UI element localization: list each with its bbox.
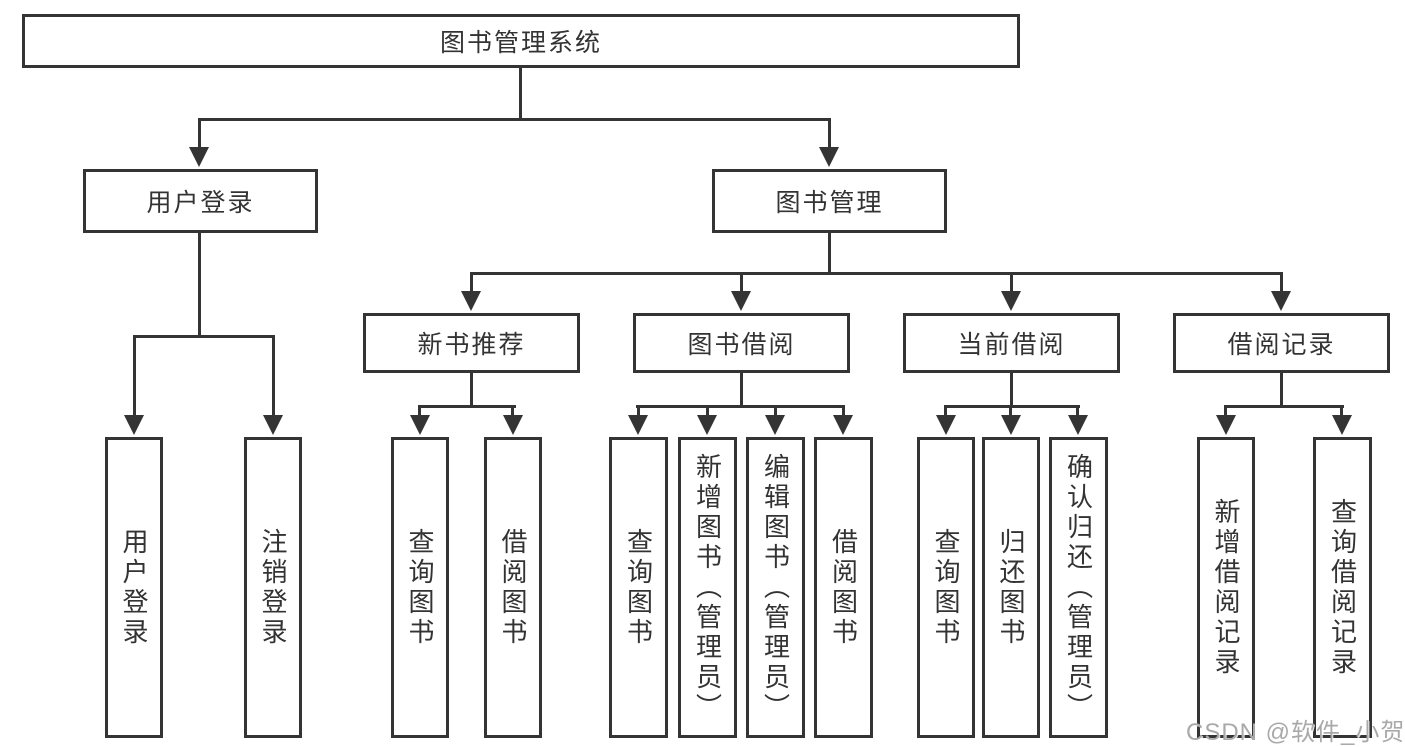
leaf-query-books-recommend: 查询图书 (391, 437, 449, 738)
connector-hline (418, 405, 516, 408)
arrow-down-icon (503, 415, 523, 435)
node-book-borrowing: 图书借阅 (633, 313, 850, 373)
arrow-down-icon (765, 415, 785, 435)
arrow-down-icon (833, 415, 853, 435)
arrow-down-icon (461, 291, 481, 311)
connector-l1-hline (198, 118, 831, 121)
leaf-query-books-current: 查询图书 (917, 437, 975, 738)
arrow-down-icon (1001, 291, 1021, 311)
leaf-query-borrow-record: 查询借阅记录 (1313, 437, 1372, 738)
connector-arrow-stem (842, 407, 845, 417)
arrow-down-icon (124, 415, 144, 435)
connector-arrow-stem (272, 337, 275, 417)
connector-arrow-stem (1010, 274, 1013, 293)
connector-arrow-stem (706, 407, 709, 417)
arrow-down-icon (410, 415, 430, 435)
arrow-down-icon (628, 415, 648, 435)
connector-root-stem (519, 68, 522, 121)
arrow-down-icon (697, 415, 717, 435)
leaf-user-login: 用户登录 (105, 437, 163, 738)
leaf-borrow-books-recommend: 借阅图书 (484, 437, 542, 738)
connector-arrow-stem (1224, 407, 1227, 417)
node-new-book-recommend: 新书推荐 (363, 313, 580, 373)
node-book-management: 图书管理 (712, 169, 947, 233)
arrow-down-icon (1332, 415, 1352, 435)
connector-arrow-stem (774, 407, 777, 417)
connector-hline (1224, 405, 1344, 408)
connector-arrow-stem (1009, 407, 1012, 417)
connector-arrow-stem (1076, 407, 1079, 417)
leaf-borrow-books-borrowing: 借阅图书 (814, 437, 873, 738)
node-root: 图书管理系统 (22, 14, 1020, 68)
arrow-down-icon (1271, 291, 1291, 311)
connector-arrow-stem (470, 274, 473, 293)
connector-hline (944, 405, 1080, 408)
connector-arrow-stem (637, 407, 640, 417)
leaf-logout: 注销登录 (244, 437, 302, 738)
arrow-down-icon (1068, 415, 1088, 435)
connector-arrow-stem (511, 407, 514, 417)
arrow-down-icon (1216, 415, 1236, 435)
arrow-down-icon (189, 147, 209, 167)
connector-login-hline (133, 335, 275, 338)
connector-arrow-stem (1340, 407, 1343, 417)
arrow-down-icon (263, 415, 283, 435)
connector-l2-hline (470, 272, 1283, 275)
node-borrowing-records: 借阅记录 (1173, 313, 1390, 373)
arrow-down-icon (1001, 415, 1021, 435)
connector-hline (636, 405, 845, 408)
connector-stem (1280, 373, 1283, 407)
connector-stem (1010, 373, 1013, 407)
leaf-confirm-return-admin: 确认归还（管理员） (1049, 437, 1108, 738)
leaf-edit-books-admin: 编辑图书（管理员） (746, 437, 805, 738)
leaf-add-books-admin: 新增图书（管理员） (678, 437, 737, 738)
connector-stem (740, 373, 743, 407)
connector-login-stem (198, 233, 201, 337)
leaf-add-borrow-record: 新增借阅记录 (1197, 437, 1255, 738)
connector-arrow-stem (133, 337, 136, 417)
leaf-return-books: 归还图书 (982, 437, 1040, 738)
connector-arrow-stem (828, 120, 831, 150)
connector-arrow-stem (740, 274, 743, 293)
arrow-down-icon (936, 415, 956, 435)
node-user-login: 用户登录 (83, 169, 318, 233)
connector-stem (470, 373, 473, 407)
node-current-borrowing: 当前借阅 (903, 313, 1120, 373)
connector-arrow-stem (944, 407, 947, 417)
connector-arrow-stem (1280, 274, 1283, 293)
arrow-down-icon (819, 147, 839, 167)
arrow-down-icon (731, 291, 751, 311)
connector-arrow-stem (198, 120, 201, 150)
csdn-watermark: CSDN @软件_小贺同学 (1186, 719, 1405, 746)
connector-arrow-stem (418, 407, 421, 417)
connector-mgmt-stem (828, 233, 831, 274)
leaf-query-books-borrowing: 查询图书 (609, 437, 668, 738)
